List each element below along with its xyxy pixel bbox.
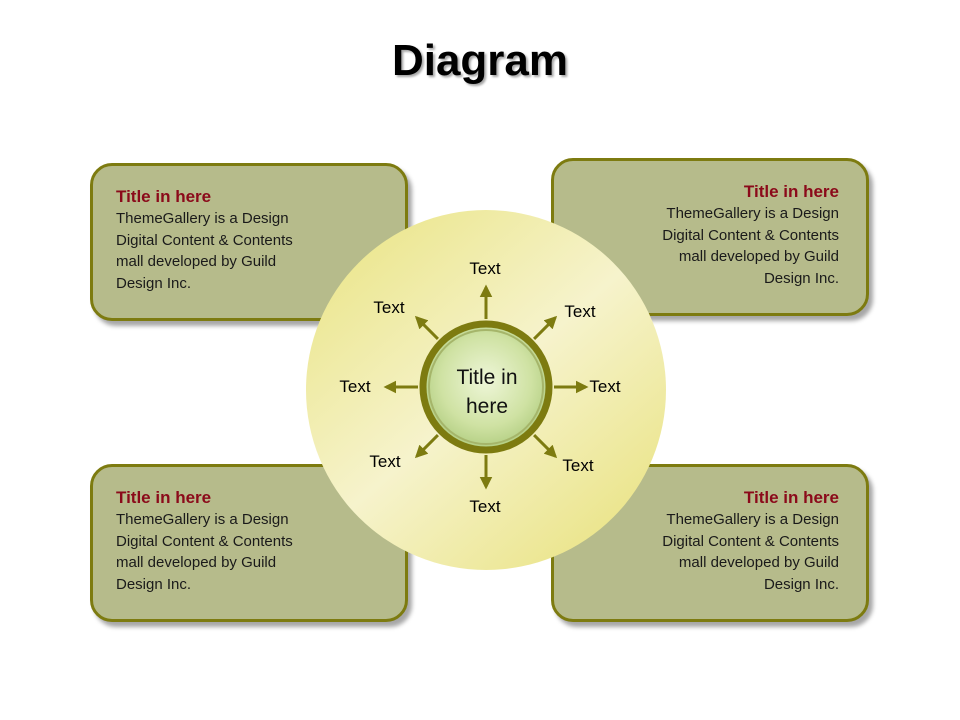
info-box-body: ThemeGallery is a Design Digital Content… (662, 205, 839, 287)
info-box-body: ThemeGallery is a Design Digital Content… (662, 511, 839, 593)
info-box-body: ThemeGallery is a Design Digital Content… (116, 210, 293, 292)
page-title: Diagram (391, 36, 569, 85)
spoke-label: Text (339, 377, 370, 396)
info-box-top-left: Title in here ThemeGallery is a Design D… (90, 163, 408, 321)
spoke-arrow (414, 315, 439, 340)
spoke-label: Text (373, 298, 404, 317)
info-box-title: Title in here (743, 182, 839, 201)
info-box-text: Title in here ThemeGallery is a Design D… (116, 186, 316, 294)
spoke-arrows (383, 284, 589, 490)
spoke-label: Text (589, 377, 620, 396)
spoke-arrow (533, 315, 558, 340)
info-box-text: Title in here ThemeGallery is a Design D… (116, 487, 316, 595)
info-box-body: ThemeGallery is a Design Digital Content… (116, 511, 293, 593)
hub-title-line-1: Title in (456, 366, 517, 389)
hub-title-line-2: here (466, 395, 508, 418)
info-box-title: Title in here (743, 488, 839, 507)
spoke-label: Text (469, 497, 500, 516)
info-box-title: Title in here (116, 488, 212, 507)
info-box-top-right: Title in here ThemeGallery is a Design D… (551, 158, 869, 316)
hub-circle (419, 320, 553, 454)
hub-inner-ring (428, 329, 544, 445)
spoke-arrow (533, 434, 558, 459)
info-box-bottom-left: Title in here ThemeGallery is a Design D… (90, 464, 408, 622)
spoke-label: Text (369, 452, 400, 471)
spoke-label: Text (562, 456, 593, 475)
info-box-title: Title in here (116, 187, 212, 206)
info-box-text: Title in here ThemeGallery is a Design D… (639, 181, 839, 289)
spoke-arrow (414, 434, 439, 459)
spoke-label: Text (564, 302, 595, 321)
spoke-label: Text (469, 259, 500, 278)
info-box-text: Title in here ThemeGallery is a Design D… (639, 487, 839, 595)
